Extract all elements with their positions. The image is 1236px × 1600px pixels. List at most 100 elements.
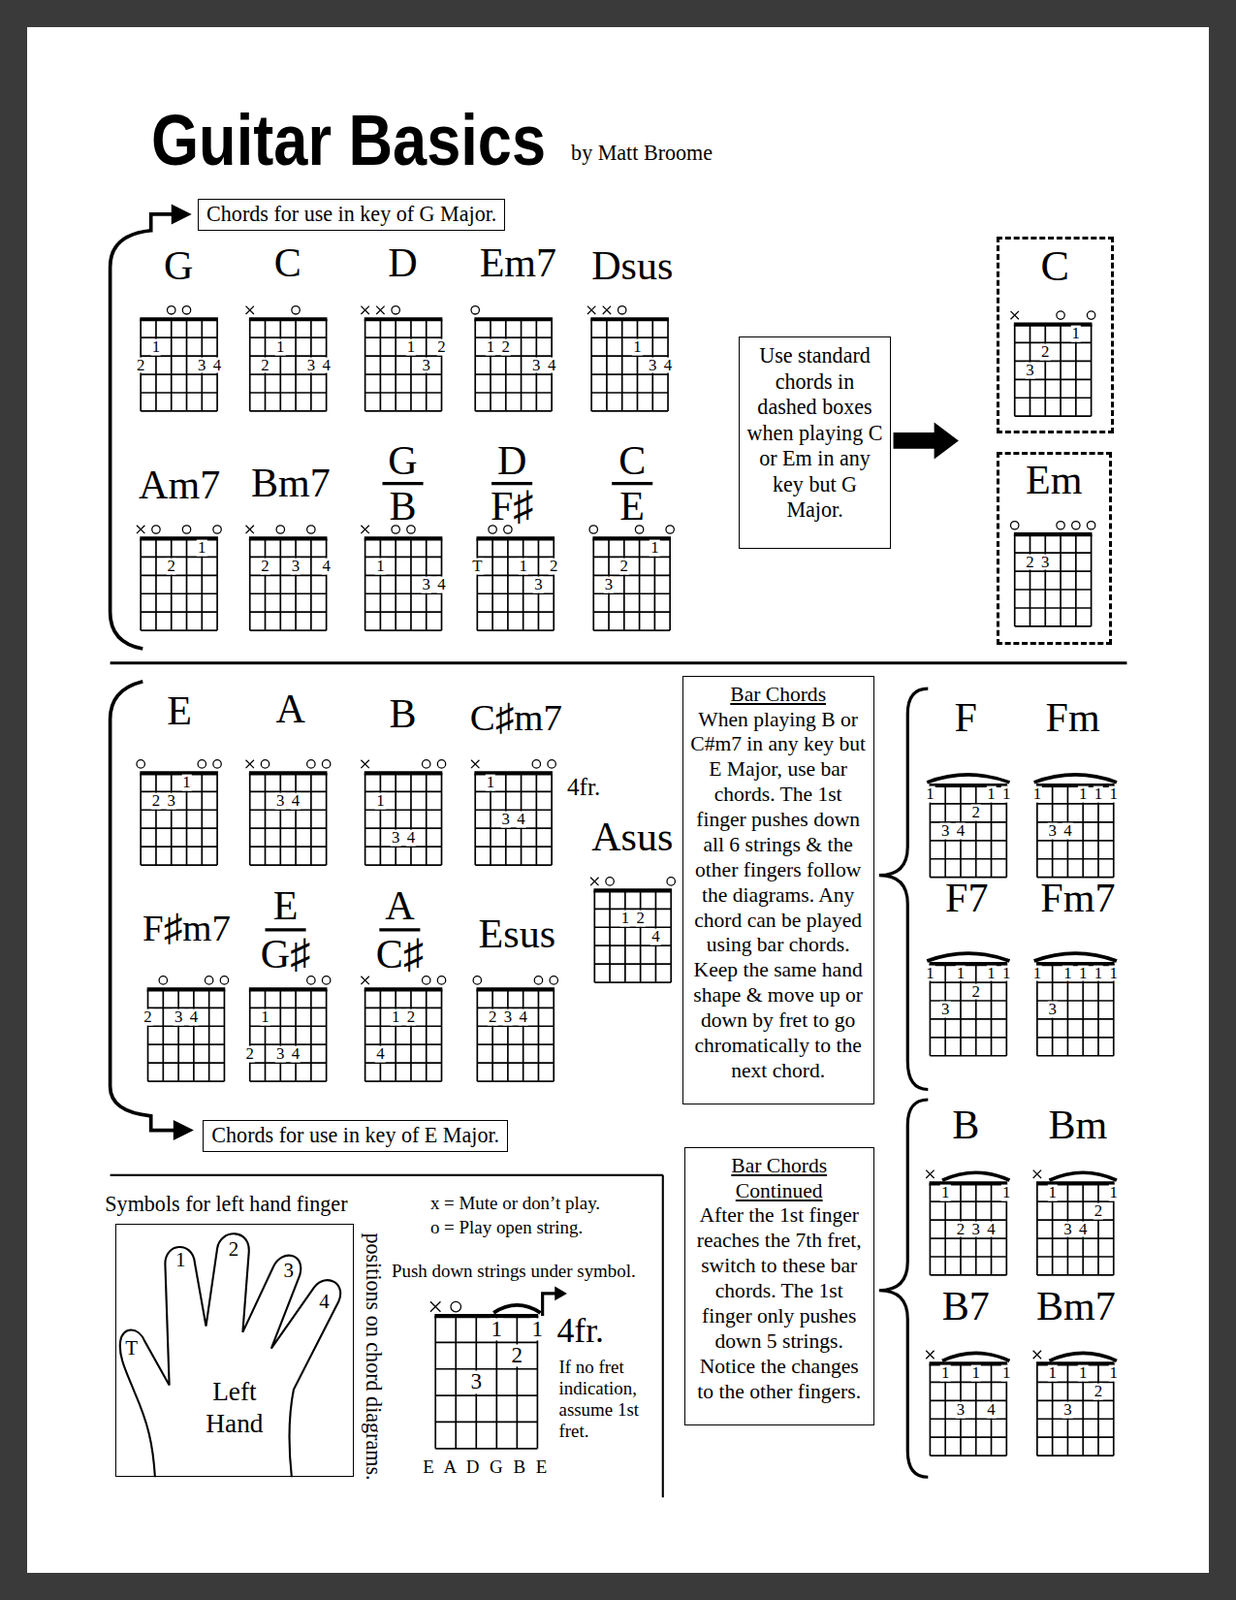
finger-number: 1	[955, 964, 966, 982]
string-line	[522, 988, 525, 1081]
finger-number: 2	[510, 1344, 525, 1367]
string-line	[216, 538, 219, 631]
string-line	[507, 538, 509, 631]
string-line	[310, 772, 313, 865]
nut-line	[364, 986, 444, 991]
string-line	[186, 318, 189, 412]
chord-name: Am7	[138, 461, 221, 508]
chord-grid	[360, 306, 443, 412]
finger-number: 2	[1093, 1202, 1104, 1219]
chord-name: B7	[942, 1281, 990, 1329]
chord-grid	[139, 306, 219, 412]
open-mark	[182, 525, 191, 534]
finger-number: 2	[487, 1008, 498, 1025]
finger-number: 3	[1062, 1400, 1073, 1418]
fret-line	[594, 907, 671, 910]
string-line	[550, 772, 553, 865]
finger-number: 2	[259, 356, 270, 374]
finger-number: 3	[469, 1370, 483, 1394]
finger-number: 4	[375, 1045, 385, 1062]
barre-arc	[926, 774, 1010, 783]
chord-name: B	[389, 482, 417, 530]
chord-name: F	[954, 693, 978, 740]
string-line	[639, 889, 642, 983]
fret-line	[476, 1079, 554, 1082]
string-line	[638, 538, 641, 631]
open-mark	[605, 877, 614, 886]
chord-grid	[587, 306, 669, 412]
arrow-heads	[171, 203, 959, 1300]
note-text: 4fr.	[567, 773, 601, 802]
fret-line	[929, 1036, 1007, 1039]
string-line	[552, 988, 555, 1081]
finger-number: 2	[166, 557, 177, 574]
nut-line	[249, 986, 328, 991]
mute-mark	[246, 306, 254, 315]
open-mark	[1072, 521, 1080, 530]
fret-line	[929, 1236, 1007, 1239]
fret-line	[140, 610, 218, 613]
finger-number: 1	[1001, 1183, 1012, 1201]
string-line	[249, 772, 252, 865]
fret-line	[365, 610, 443, 613]
open-mark	[589, 525, 598, 534]
note-box: Bar ChordsWhen playing B or C#m7 in any …	[682, 675, 875, 1105]
finger-number: 2	[245, 1045, 255, 1062]
finger-number: 3	[533, 575, 543, 593]
chord-name: D	[497, 437, 527, 484]
finger-number: 1	[275, 338, 286, 355]
fret-line	[929, 1273, 1007, 1276]
note-box: Use standard chords in dashed boxes when…	[738, 336, 892, 549]
fret-line	[250, 610, 327, 613]
open-mark	[1056, 521, 1065, 530]
fret-line	[365, 336, 443, 339]
string-line	[380, 772, 382, 865]
open-mark	[471, 306, 479, 315]
fret-line	[365, 373, 443, 376]
barre-arc	[942, 1172, 1010, 1180]
chord-grid	[590, 877, 675, 983]
chord-name: C♯m7	[470, 695, 563, 739]
fret-line	[365, 808, 443, 811]
chord-name: Bm	[1048, 1101, 1109, 1148]
finger-number: 4	[517, 1008, 528, 1025]
finger-number: 4	[1077, 1220, 1088, 1237]
chord-name: F7	[945, 874, 988, 921]
finger-number: 1	[196, 538, 207, 556]
nut-line	[434, 1313, 539, 1318]
string-line	[155, 772, 158, 865]
finger-number: 3	[275, 792, 286, 809]
string-line	[929, 1362, 932, 1456]
finger-number: 1	[632, 338, 642, 355]
nut-line	[139, 770, 219, 775]
chord-name: E	[619, 482, 645, 530]
finger-number: 2	[1040, 344, 1050, 361]
finger-number: 2	[259, 557, 270, 574]
chord-grid	[249, 976, 331, 1081]
page-title: Guitar Basics	[151, 104, 546, 177]
box-text: Chords for use in key of G Major.	[206, 201, 497, 228]
fret-line	[148, 1043, 225, 1046]
string-line	[454, 1315, 457, 1449]
finger-number: 3	[1046, 1001, 1057, 1018]
note-text: Push down strings under symbol.	[391, 1260, 636, 1282]
string-line	[1014, 534, 1016, 627]
fret-line	[140, 826, 218, 829]
note-text: x = Mute or don’t play.	[430, 1192, 601, 1214]
fret-line	[1014, 396, 1092, 399]
finger-number: 1	[1077, 1364, 1088, 1382]
fret-line	[929, 1054, 1007, 1057]
fret-line	[250, 373, 327, 376]
chord-grid	[1011, 311, 1096, 416]
finger-number: 1	[1077, 964, 1088, 982]
string-line	[410, 318, 412, 412]
string-line	[425, 772, 428, 865]
fret-line	[591, 410, 668, 412]
string-line	[279, 988, 282, 1081]
string-line	[1014, 324, 1016, 417]
finger-number: 3	[603, 575, 614, 593]
open-mark	[665, 525, 674, 534]
fret-line	[250, 410, 327, 412]
fret-line	[435, 1341, 538, 1344]
string-line	[177, 988, 180, 1081]
